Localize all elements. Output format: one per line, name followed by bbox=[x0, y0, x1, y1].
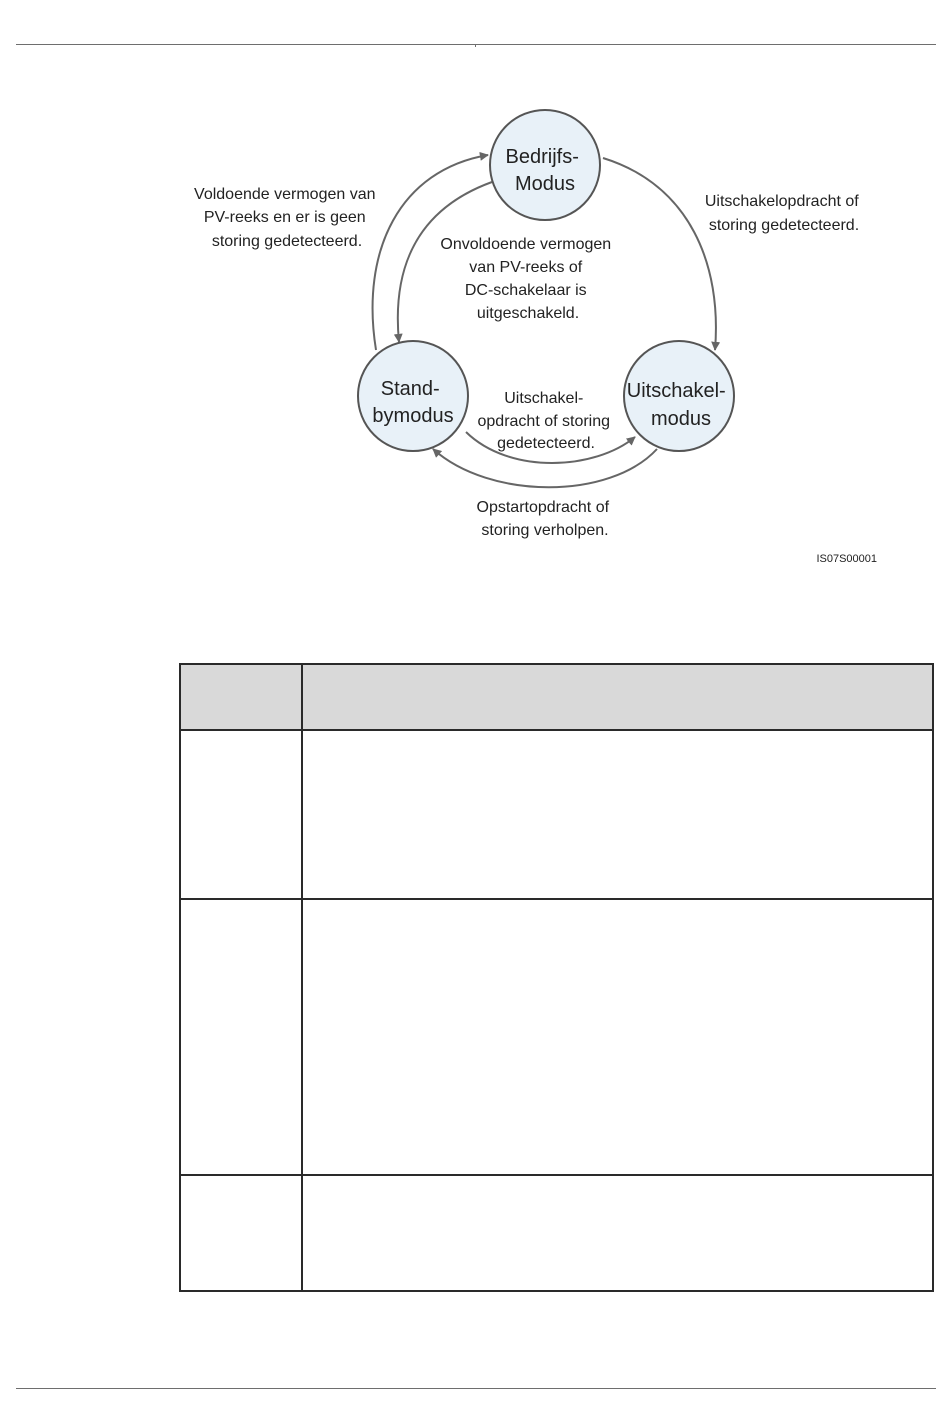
label-shutdown-to-standby: Opstartopdracht of storing verholpen. bbox=[477, 499, 614, 539]
table-header-cell bbox=[301, 663, 934, 731]
label-operating-to-standby: Onvoldoende vermogen van PV-reeks of DC-… bbox=[440, 236, 615, 322]
node-operating-mode: Bedrijfs- Modus bbox=[489, 109, 601, 221]
label-standby-to-operating: Voldoende vermogen van PV-reeks en er is… bbox=[194, 186, 380, 250]
table-row bbox=[179, 729, 934, 900]
table-row bbox=[179, 1174, 934, 1292]
arc-operating-to-shutdown bbox=[602, 157, 721, 351]
table-cell bbox=[301, 898, 934, 1176]
node-standby-mode: Stand- bymodus bbox=[357, 340, 469, 452]
arc-operating-to-standby bbox=[393, 181, 493, 343]
table-cell bbox=[301, 729, 934, 900]
footer-rule bbox=[16, 1388, 936, 1389]
svg-text:Stand- bymodus: Stand- bymodus bbox=[372, 378, 453, 427]
table-cell bbox=[301, 1174, 934, 1292]
label-standby-to-shutdown: Uitschakel- opdracht of storing gedetect… bbox=[478, 390, 615, 452]
table-cell bbox=[179, 1174, 303, 1292]
arc-standby-to-operating bbox=[371, 151, 489, 351]
table-cell bbox=[179, 729, 303, 900]
table-header-cell bbox=[179, 663, 303, 731]
header-rule bbox=[16, 44, 936, 45]
table-cell bbox=[179, 898, 303, 1176]
arc-standby-to-shutdown bbox=[465, 431, 636, 464]
figure-code: IS07S00001 bbox=[816, 553, 877, 565]
state-diagram: Bedrijfs- Modus Stand- bymodus Uitschake… bbox=[194, 109, 877, 565]
table-header-row bbox=[179, 663, 934, 731]
arc-shutdown-to-standby bbox=[432, 448, 658, 489]
node-shutdown-mode: Uitschakel- modus bbox=[623, 340, 735, 452]
header-tick bbox=[475, 44, 476, 47]
svg-text:Uitschakel- modus: Uitschakel- modus bbox=[627, 380, 731, 430]
svg-text:Bedrijfs- Modus: Bedrijfs- Modus bbox=[506, 146, 585, 195]
mode-description-table bbox=[179, 663, 934, 1292]
label-operating-to-shutdown: Uitschakelopdracht of storing gedetectee… bbox=[705, 193, 863, 234]
table-row bbox=[179, 898, 934, 1176]
